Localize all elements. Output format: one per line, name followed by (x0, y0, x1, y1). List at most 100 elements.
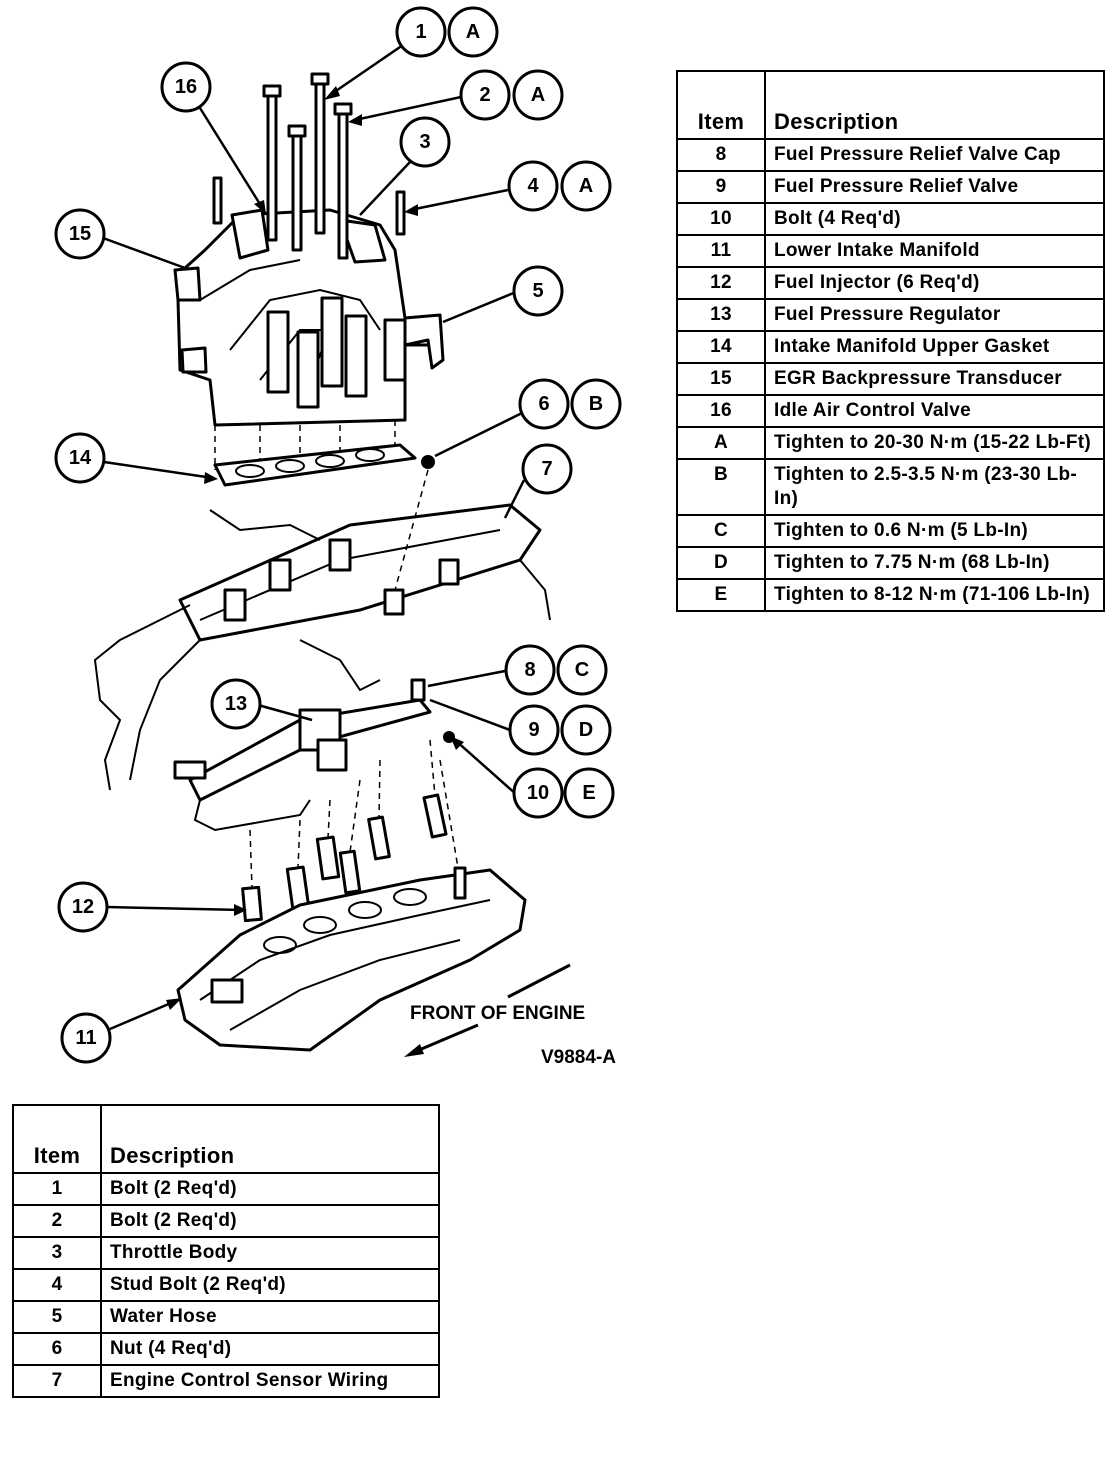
item-cell: 8 (676, 138, 766, 172)
column-header-description: Description (100, 1104, 440, 1174)
item-cell: 15 (676, 362, 766, 396)
svg-text:E: E (582, 782, 595, 804)
description-cell: Bolt (2 Req'd) (100, 1204, 440, 1238)
callout-10: 10 E (512, 767, 615, 819)
svg-text:12: 12 (72, 896, 94, 918)
upper-gasket (213, 443, 417, 487)
description-cell: Fuel Pressure Relief Valve (764, 170, 1105, 204)
fuel-injectors (241, 739, 461, 923)
upper-intake-manifold (173, 208, 445, 427)
item-cell: 3 (12, 1236, 102, 1270)
callout-5: 5 (512, 265, 564, 317)
callout-2: 2 A (459, 69, 564, 121)
front-of-engine-arrow (404, 963, 571, 1057)
item-cell: 9 (676, 170, 766, 204)
svg-text:1: 1 (415, 21, 426, 43)
item-cell: 7 (12, 1364, 102, 1398)
svg-text:A: A (466, 21, 480, 43)
callout-16: 16 (160, 61, 212, 113)
description-cell: EGR Backpressure Transducer (764, 362, 1105, 396)
description-cell: Throttle Body (100, 1236, 440, 1270)
svg-text:2: 2 (479, 84, 490, 106)
column-header-description: Description (764, 70, 1105, 140)
item-cell: E (676, 578, 766, 612)
description-cell: Lower Intake Manifold (764, 234, 1105, 268)
description-cell: Tighten to 2.5-3.5 N·m (23-30 Lb-In) (764, 458, 1105, 516)
lower-intake-manifold (176, 866, 527, 1052)
callout-11: 11 (60, 1012, 112, 1064)
item-cell: 1 (12, 1172, 102, 1206)
svg-text:10: 10 (527, 782, 549, 804)
upper-bolts (212, 72, 406, 260)
description-cell: Tighten to 0.6 N·m (5 Lb-In) (764, 514, 1105, 548)
description-cell: Bolt (2 Req'd) (100, 1172, 440, 1206)
description-cell: Tighten to 7.75 N·m (68 Lb-In) (764, 546, 1105, 580)
svg-text:4: 4 (527, 175, 539, 197)
column-header-item: Item (676, 70, 766, 140)
callout-12: 12 (57, 881, 109, 933)
svg-text:3: 3 (419, 131, 430, 153)
svg-text:13: 13 (225, 693, 247, 715)
item-cell: 16 (676, 394, 766, 428)
svg-text:D: D (579, 719, 593, 741)
description-cell: Water Hose (100, 1300, 440, 1334)
item-cell: 6 (12, 1332, 102, 1366)
description-cell: Tighten to 8-12 N·m (71-106 Lb-In) (764, 578, 1105, 612)
callout-15: 15 (54, 208, 106, 260)
column-header-item: Item (12, 1104, 102, 1174)
svg-text:14: 14 (69, 447, 92, 469)
svg-text:15: 15 (69, 223, 91, 245)
callout-9: 9 D (508, 704, 612, 756)
callout-8: 8 C (504, 644, 608, 696)
item-cell: 12 (676, 266, 766, 300)
item-cell: B (676, 458, 766, 516)
svg-text:11: 11 (75, 1027, 96, 1049)
svg-text:A: A (531, 84, 545, 106)
description-cell: Tighten to 20-30 N·m (15-22 Lb-Ft) (764, 426, 1105, 460)
description-cell: Nut (4 Req'd) (100, 1332, 440, 1366)
callout-6: 6 B (518, 378, 622, 430)
description-cell: Fuel Injector (6 Req'd) (764, 266, 1105, 300)
callout-7: 7 (521, 443, 573, 495)
fuel-rail (173, 678, 455, 832)
item-cell: D (676, 546, 766, 580)
svg-text:7: 7 (541, 458, 552, 480)
description-cell: Fuel Pressure Relief Valve Cap (764, 138, 1105, 172)
item-cell: 11 (676, 234, 766, 268)
description-cell: Engine Control Sensor Wiring (100, 1364, 440, 1398)
wiring-harness-fuel-rail (93, 455, 551, 791)
front-of-engine-label: FRONT OF ENGINE (410, 1003, 585, 1024)
item-cell: 5 (12, 1300, 102, 1334)
item-cell: 13 (676, 298, 766, 332)
callout-4: 4 A (507, 160, 612, 212)
callout-3: 3 (399, 116, 451, 168)
callout-1: 1 A (395, 6, 499, 58)
item-cell: 2 (12, 1204, 102, 1238)
svg-text:C: C (575, 659, 589, 681)
description-cell: Fuel Pressure Regulator (764, 298, 1105, 332)
item-cell: 4 (12, 1268, 102, 1302)
callout-14: 14 (54, 432, 106, 484)
